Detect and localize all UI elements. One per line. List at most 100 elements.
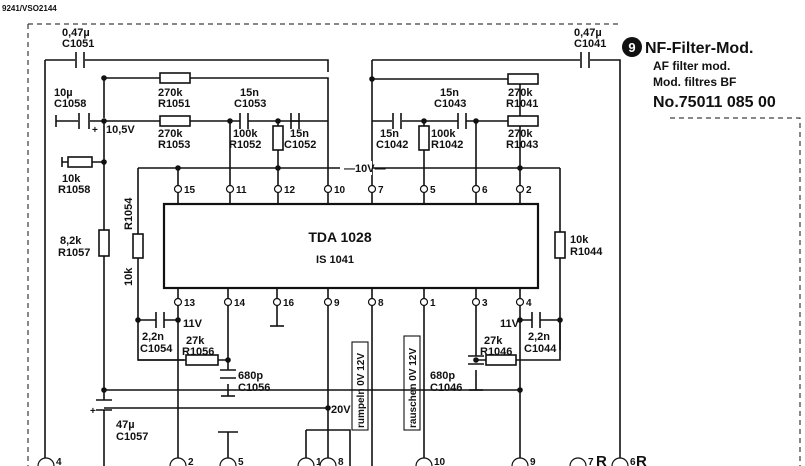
r1056-ref: R1056 [182,346,214,358]
r1052-value: 100k [233,128,258,140]
connector-terminal-4 [37,457,55,466]
capacitor-c1054 [155,312,165,328]
c1042-ref: C1042 [376,139,408,151]
c1044-ref: C1044 [524,343,557,355]
c1043-value: 15n [440,87,459,99]
resistor-r1053 [159,115,191,127]
connector-terminal-7 [569,457,587,466]
r1042-ref: R1042 [431,139,463,151]
capacitor-c1052 [290,113,300,129]
resistor-r1056 [185,354,219,366]
ic-bottom-pin-circle-3 [471,297,481,307]
c1046-value: 680p [430,370,455,382]
r1052-ref: R1052 [229,139,261,151]
svg-text:+: + [92,125,98,136]
module-border [27,23,801,466]
r1043-value: 270k [508,128,533,140]
capacitor-c1053 [239,113,249,129]
c1058-ref: C1058 [54,98,86,110]
net-11v-left: 11V [183,318,203,330]
ic-bottom-pin-number-1: 1 [430,298,436,309]
r1043-ref: R1043 [506,139,538,151]
ic-bottom-pin-circle-13 [173,297,183,307]
ic-top-pin-circle-12 [273,184,283,194]
connector-number-1: 1 [316,457,322,466]
connector-terminal-9 [511,457,529,466]
title-line-3: Mod. filtres BF [653,75,736,89]
ic-bottom-pin-number-8: 8 [378,298,384,309]
resistor-r1046 [485,354,517,366]
r1054-ref: R1054 [123,197,135,230]
c1054-value: 2,2n [142,331,164,343]
capacitor-c1042 [392,113,402,129]
ic-top-pin-circle-11 [225,184,235,194]
svg-text:+: + [90,406,96,417]
connector-terminal-10 [415,457,433,466]
ic-bottom-pin-number-16: 16 [283,298,295,309]
c1051-value: 0,47µ [62,27,90,39]
ic-top-pin-number-10: 10 [334,185,346,196]
ic-top-pin-circle-6 [471,184,481,194]
capacitor-c1056 [220,369,236,379]
c1054-ref: C1054 [140,343,173,355]
resistor-r1043 [507,115,539,127]
c1053-ref: C1053 [234,98,266,110]
r1044-ref: R1044 [570,246,603,258]
resistor-r1052 [272,125,284,151]
r1053-ref: R1053 [158,139,190,151]
ic-top-pin-number-5: 5 [430,185,436,196]
c1057-value: 47µ [116,419,135,431]
resistor-r1058 [67,156,93,168]
r1046-value: 27k [484,335,503,347]
ground-symbols [221,325,483,397]
ic-top-pin-circle-5 [419,184,429,194]
ic-bottom-pin-number-3: 3 [482,298,488,309]
title-line-1: NF-Filter-Mod. [645,40,753,57]
resistor-r1051 [159,72,191,84]
ic-bottom-pin-number-13: 13 [184,298,196,309]
c1052-value: 15n [290,128,309,140]
ic-bottom-pin-circle-8 [367,297,377,307]
rauschen-label: rauschen 0V 12V [408,348,419,428]
connector-terminal-6 [611,457,629,466]
r1054-value: 10k [123,267,135,286]
connector-number-7: 7 [588,457,594,466]
title-line-4: No.75011 085 00 [653,94,776,111]
capacitor-c1043 [457,113,467,129]
connector-number-9: 9 [530,457,536,466]
ic-top-pin-number-11: 11 [236,185,247,196]
capacitor-c1057 [96,399,112,411]
r1051-ref: R1051 [158,98,190,110]
capacitors: + + [55,52,590,417]
connector-letter-c7: R [596,453,607,466]
r1042-value: 100k [431,128,456,140]
connector-number-8: 8 [338,457,344,466]
c1056-ref: C1056 [238,382,270,394]
c1056-value: 680p [238,370,263,382]
doc-code: 9241/VSO2144 [2,4,57,13]
ic-top-pin-number-7: 7 [378,185,384,196]
connector-number-5: 5 [238,457,244,466]
rumpeln-label: rumpeln 0V 12V [356,353,367,428]
c1058-value: 10µ [54,87,73,99]
ic-name: TDA 1028 [308,229,372,245]
ic-top-pin-circle-7 [367,184,377,194]
capacitor-c1046 [468,355,484,365]
connector-letter-c6: R [636,453,647,466]
resistors [67,72,566,366]
c1052-ref: C1052 [284,139,316,151]
ic-top-pin-circle-15 [173,184,183,194]
ic-top-pin-number-12: 12 [284,185,296,196]
ic-top-pin-circle-10 [323,184,333,194]
connector-terminal-2 [169,457,187,466]
module-number: 9 [628,40,635,55]
c1041-ref: C1041 [574,38,606,50]
r1058-ref: R1058 [58,184,90,196]
ic-bottom-pin-circle-4 [515,297,525,307]
r1051-value: 270k [158,87,183,99]
component-labels: 0,47µ C1051 0,47µ C1041 10µ C1058 10,5V … [54,27,606,443]
c1051-ref: C1051 [62,38,94,50]
net-20v: 20V [331,404,351,416]
